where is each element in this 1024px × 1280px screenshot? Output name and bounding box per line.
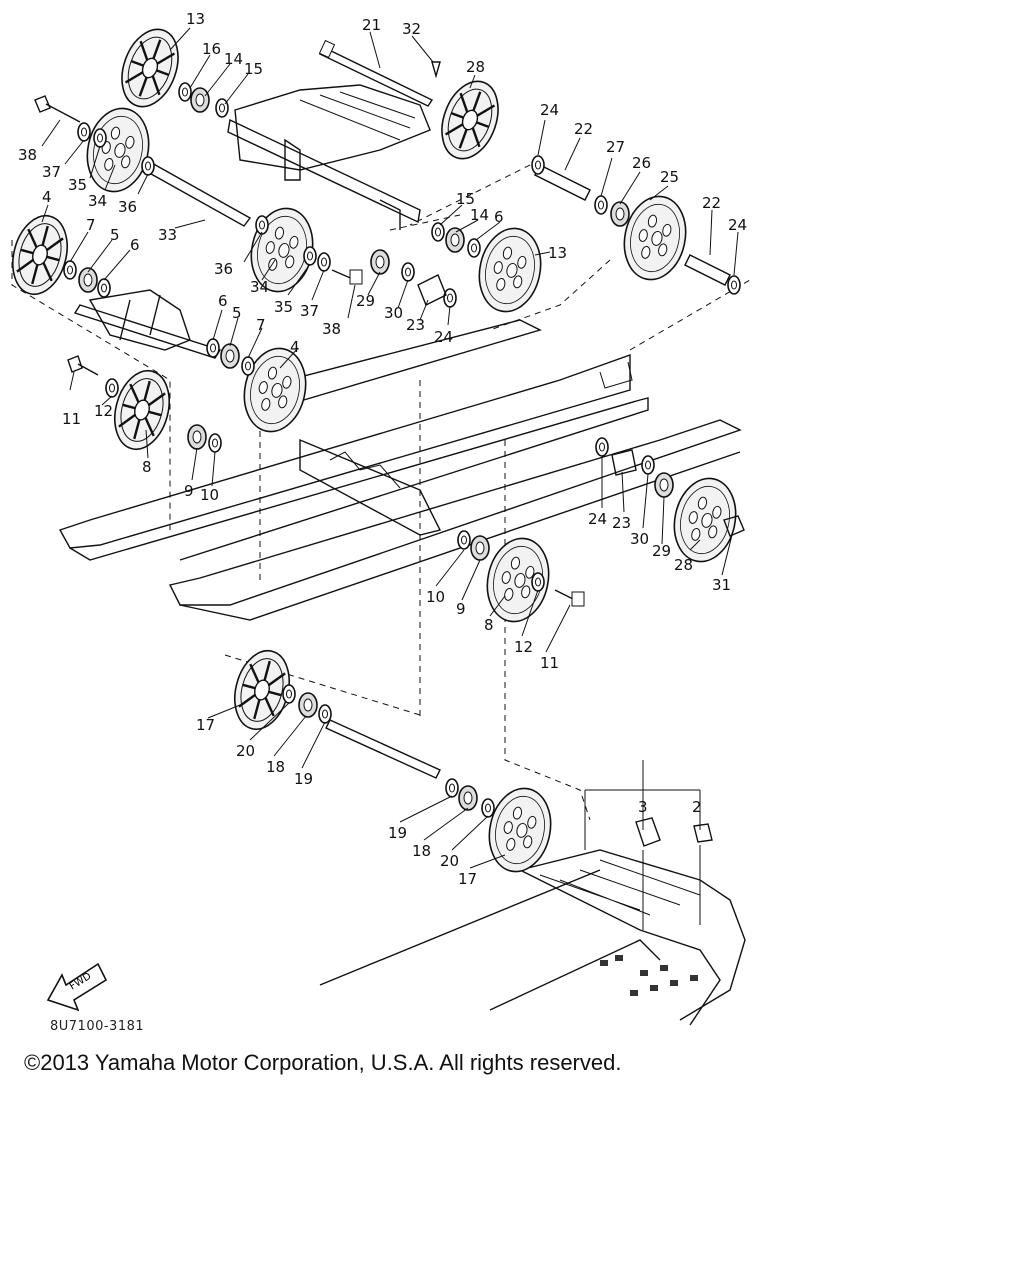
- part-label: 27: [606, 138, 625, 156]
- part-label: 24: [540, 101, 559, 119]
- clip-2: [693, 823, 713, 843]
- part-label: 37: [300, 302, 319, 320]
- part-label: 30: [384, 304, 403, 322]
- part-label: 28: [466, 58, 485, 76]
- part-label: 14: [224, 50, 243, 68]
- shaft-21: [318, 47, 434, 107]
- part-label: 8: [484, 616, 494, 634]
- part-label: 32: [402, 20, 421, 38]
- clip-3: [635, 817, 661, 847]
- part-label: 12: [514, 638, 533, 656]
- spacer-tube-22-lower: [684, 254, 731, 286]
- part-label: 10: [426, 588, 445, 606]
- part-label: 10: [200, 486, 219, 504]
- part-label: 28: [674, 556, 693, 574]
- slide-rail-frame: [58, 319, 742, 621]
- part-label: 29: [652, 542, 671, 560]
- part-label: 14: [470, 206, 489, 224]
- wheel-13-upper: [110, 20, 190, 116]
- small-parts: [63, 82, 741, 818]
- part-label: 23: [406, 316, 425, 334]
- collar-23-upper: [417, 274, 447, 306]
- part-label: 12: [94, 402, 113, 420]
- part-label: 2: [692, 798, 702, 816]
- diagram-code: 8U7100-3181: [50, 1019, 145, 1034]
- part-label: 37: [42, 163, 61, 181]
- track: [319, 849, 746, 1026]
- part-label: 4: [290, 338, 300, 356]
- part-label: 6: [494, 208, 504, 226]
- part-label: 5: [110, 226, 120, 244]
- part-label: 24: [588, 510, 607, 528]
- part-labels: 13 16 14 15 21 32 28 38 37 35 34 36 24 2…: [18, 10, 747, 888]
- part-label: 20: [440, 852, 459, 870]
- part-label: 7: [256, 316, 266, 334]
- part-label: 29: [356, 292, 375, 310]
- part-label: 9: [456, 600, 466, 618]
- upper-axle-assembly: [227, 84, 431, 230]
- wheel-25: [616, 189, 694, 287]
- shaft-33: [142, 161, 252, 227]
- part-label: 13: [186, 10, 205, 28]
- part-label: 4: [42, 188, 52, 206]
- part-label: 33: [158, 226, 177, 244]
- pivot-arm: [299, 438, 442, 536]
- part-label: 22: [574, 120, 593, 138]
- part-label: 7: [86, 216, 96, 234]
- lower-shaft: [325, 719, 441, 779]
- part-label: 6: [218, 292, 228, 310]
- part-label: 11: [540, 654, 559, 672]
- front-arm-bracket: [73, 289, 222, 359]
- part-label: 18: [266, 758, 285, 776]
- part-label: 6: [130, 236, 140, 254]
- part-label: 36: [118, 198, 137, 216]
- fwd-arrow-icon: FWD: [46, 962, 108, 1012]
- part-label: 36: [214, 260, 233, 278]
- bolts: [34, 61, 745, 607]
- part-label: 22: [702, 194, 721, 212]
- part-label: 26: [632, 154, 651, 172]
- part-label: 31: [712, 576, 731, 594]
- part-label: 30: [630, 530, 649, 548]
- part-label: 18: [412, 842, 431, 860]
- part-label: 9: [184, 482, 194, 500]
- part-label: 16: [202, 40, 221, 58]
- part-label: 25: [660, 168, 679, 186]
- wheel-13-right: [471, 221, 549, 319]
- part-label: 11: [62, 410, 81, 428]
- part-label: 21: [362, 16, 381, 34]
- part-label: 17: [458, 870, 477, 888]
- wheel-35-disc: [79, 101, 157, 199]
- part-label: 38: [322, 320, 341, 338]
- part-label: 15: [456, 190, 475, 208]
- part-label: 20: [236, 742, 255, 760]
- collar-23-lower: [611, 449, 637, 476]
- part-label: 35: [274, 298, 293, 316]
- part-label: 34: [88, 192, 107, 210]
- part-label: 35: [68, 176, 87, 194]
- exploded-view-drawing: FWD 13: [3, 10, 751, 1026]
- part-label: 38: [18, 146, 37, 164]
- part-label: 15: [244, 60, 263, 78]
- part-label: 19: [294, 770, 313, 788]
- part-label: 17: [196, 716, 215, 734]
- part-label: 5: [232, 304, 242, 322]
- parts-diagram: FWD 13: [3, 10, 751, 1026]
- part-label: 19: [388, 824, 407, 842]
- leader-lines: [41, 27, 739, 869]
- part-label: 34: [250, 278, 269, 296]
- wheel-28-lower: [666, 471, 744, 569]
- part-label: 13: [548, 244, 567, 262]
- part-label: 24: [728, 216, 747, 234]
- part-label: 8: [142, 458, 152, 476]
- part-label: 3: [638, 798, 648, 816]
- copyright-notice: ©2013 Yamaha Motor Corporation, U.S.A. A…: [24, 1050, 622, 1075]
- part-label: 23: [612, 514, 631, 532]
- part-label: 24: [434, 328, 453, 346]
